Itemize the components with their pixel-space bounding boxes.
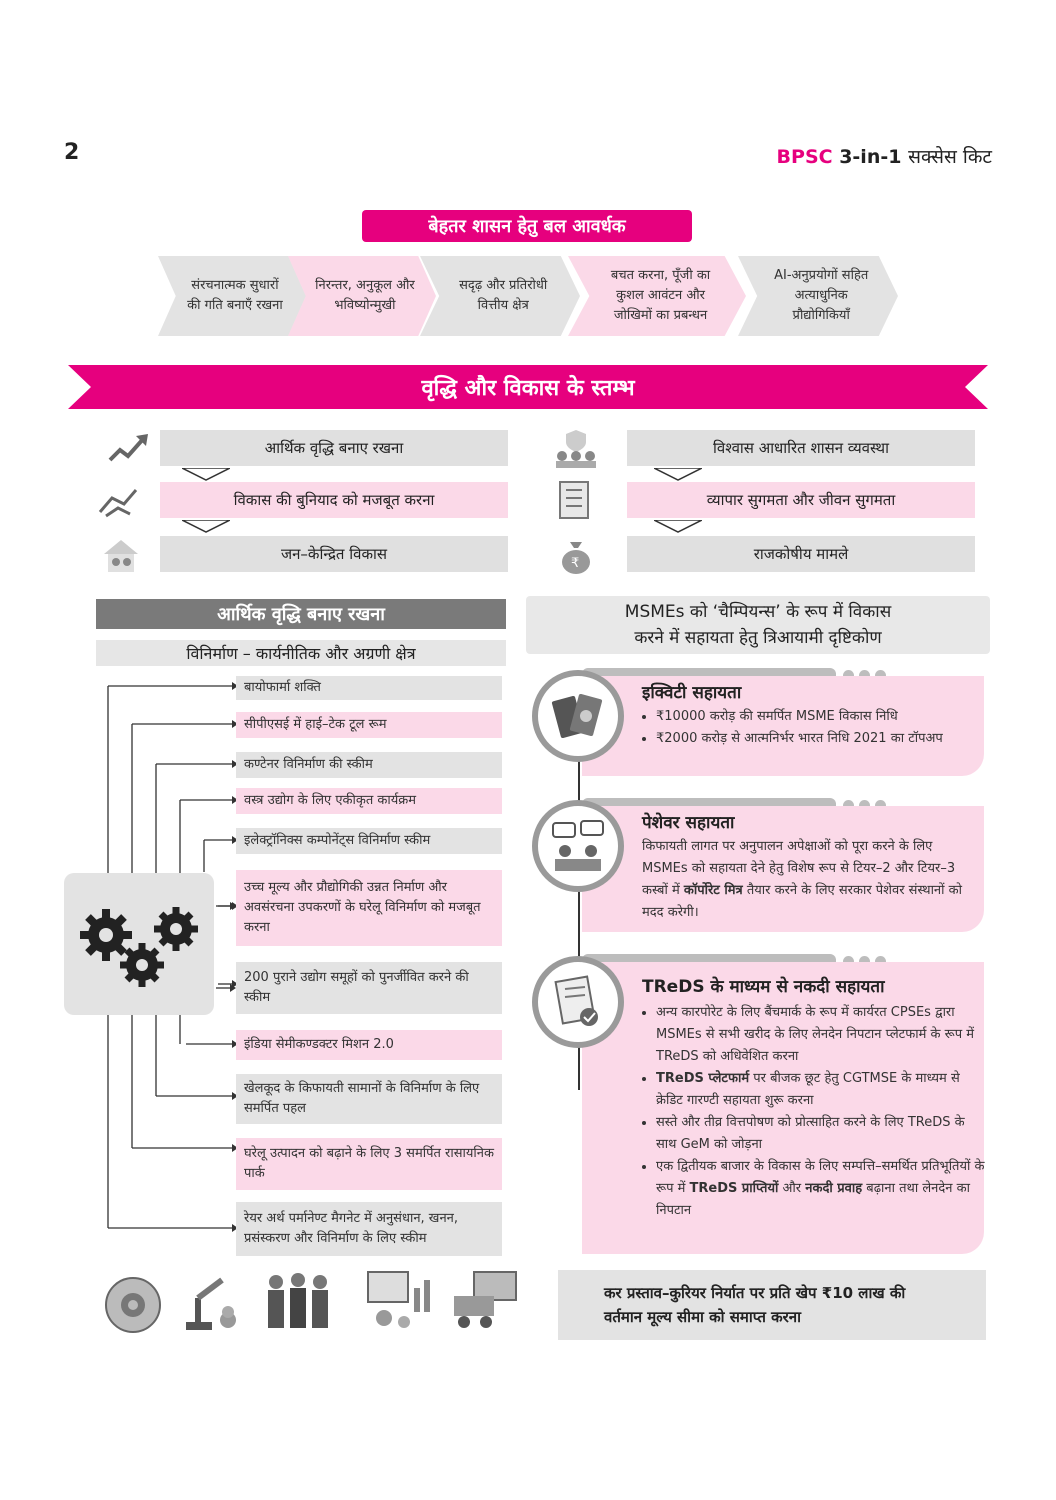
pillar-right-1: विश्वास आधारित शासन व्यवस्था <box>627 430 975 466</box>
pillar-left-3: जन–केन्द्रित विकास <box>160 536 508 572</box>
growth-item: इंडिया सेमीकण्डक्टर मिशन 2.0 <box>236 1030 502 1060</box>
gears-panel <box>64 873 214 1015</box>
growth-item: इलेक्ट्रॉनिक्स कम्पोनेंट्स विनिर्माण स्क… <box>236 828 502 854</box>
workers-icon <box>268 1273 328 1328</box>
growth-item: घरेलू उत्पादन को बढ़ाने के लिए 3 समर्पित… <box>236 1138 502 1190</box>
governance-chevron-row: संरचनात्मक सुधारों की गति बनाएँ रखना निर… <box>158 256 898 336</box>
money-bag-icon: ₹ <box>562 542 590 574</box>
equity-icon-circle <box>532 670 624 762</box>
pillar-right-2: व्यापार सुगमता और जीवन सुगमता <box>627 482 975 518</box>
settings-chart-icon <box>105 1277 161 1333</box>
people-shield-icon <box>556 430 596 468</box>
tax-line-2: वर्तमान मूल्य सीमा को समाप्त करना <box>604 1308 802 1326</box>
pillar-left-2: विकास की बुनियाद को मजबूत करना <box>160 482 508 518</box>
book-title: BPSC 3-in-1 सक्सेस किट <box>777 143 992 169</box>
growth-item: कण्टेनर विनिर्माण की स्कीम <box>236 752 502 778</box>
truck-icon <box>454 1271 517 1328</box>
card-dots <box>838 666 886 685</box>
treds-card: TReDS के माध्यम से नकदी सहायता अन्य कारप… <box>582 962 986 1254</box>
arrow-right-icon <box>216 984 236 992</box>
msme-title-line-2: करने में सहायता हेतु त्रिआयामी दृष्टिकोण <box>634 628 882 648</box>
governance-item: निरन्तर, अनुकूल और भविष्योन्मुखी <box>288 256 436 336</box>
arrow-right-icon <box>216 902 236 910</box>
gears-icon <box>80 907 198 987</box>
equity-title: इक्विटी सहायता <box>642 683 742 703</box>
pillar-left-1: आर्थिक वृद्धि बनाए रखना <box>160 430 508 466</box>
growth-item: खेलकूद के किफायती सामानों के विनिर्माण क… <box>236 1074 502 1124</box>
analytics-icon <box>367 1271 430 1328</box>
msme-title-line-1: MSMEs को ‘चैम्पियन्स’ के रूप में विकास <box>624 602 892 622</box>
professional-card: पेशेवर सहायता किफायती लागत पर अनुपालन अप… <box>582 806 984 932</box>
professional-title: पेशेवर सहायता <box>642 813 735 833</box>
meeting-icon <box>552 820 604 871</box>
equity-card: इक्विटी सहायता ₹10000 करोड़ की समर्पित M… <box>582 676 984 776</box>
document-check-icon <box>554 975 598 1026</box>
growth-item: सीपीएसई में हाई–टेक टूल रूम <box>236 712 502 738</box>
governance-item: सदृढ़ और प्रतिरोधी वित्तीय क्षेत्र <box>420 256 580 336</box>
governance-title: बेहतर शासन हेतु बल आवर्धक <box>362 210 692 242</box>
robot-arm-icon <box>186 1277 236 1330</box>
brand-kit: सक्सेस किट <box>908 146 992 168</box>
house-people-icon <box>104 540 138 572</box>
brand-bpsc: BPSC <box>776 146 833 168</box>
cash-icon <box>551 693 603 739</box>
treds-title: TReDS के माध्यम से नकदी सहायता <box>642 977 885 997</box>
growth-item: 200 पुराने उद्योग समूहों को पुनर्जीवित क… <box>236 962 502 1014</box>
governance-item: AI-अनुप्रयोगों सहित अत्याधुनिक प्रौद्योग… <box>738 256 898 336</box>
checklist-icon <box>559 481 589 519</box>
tax-line-1: कर प्रस्ताव–कुरियर निर्यात पर प्रति खेप … <box>604 1284 906 1302</box>
brand-3in1: 3-in-1 <box>839 146 902 168</box>
professional-icon-circle <box>532 800 624 892</box>
arrow-down-icon <box>654 520 702 533</box>
pillar-right-3: राजकोषीय मामले <box>627 536 975 572</box>
professional-text: किफायती लागत पर अनुपालन अपेक्षाओं को पूर… <box>642 839 962 920</box>
growth-item: बायोफार्मा शक्ति <box>236 676 502 700</box>
tax-proposal: कर प्रस्ताव–कुरियर निर्यात पर प्रति खेप … <box>558 1270 986 1340</box>
svg-text:₹: ₹ <box>571 556 579 571</box>
page-number: 2 <box>64 140 80 165</box>
arrow-down-icon <box>182 520 230 533</box>
growth-item: रेयर अर्थ पर्मानेण्ट मैगनेट में अनुसंधान… <box>236 1202 502 1256</box>
growth-section-subtitle: विनिर्माण – कार्यनीतिक और अग्रणी क्षेत्र <box>96 640 506 666</box>
pillars-banner: वृद्धि और विकास के स्तम्भ <box>68 365 988 409</box>
governance-item: संरचनात्मक सुधारों की गति बनाएँ रखना <box>158 256 306 336</box>
arrow-down-icon <box>182 468 230 481</box>
msme-section-title: MSMEs को ‘चैम्पियन्स’ के रूप में विकास क… <box>526 596 990 654</box>
trend-up-icon <box>108 434 148 462</box>
card-dots <box>838 952 886 971</box>
treds-icon-circle <box>532 956 624 1048</box>
handshake-icon <box>98 489 138 518</box>
card-dots <box>838 796 886 815</box>
arrow-down-icon <box>654 468 702 481</box>
equity-bullets: ₹10000 करोड़ की समर्पित MSME विकास निधि … <box>642 706 956 750</box>
growth-item: उच्च मूल्य और प्रौद्योगिकी उन्नत निर्माण… <box>236 870 502 946</box>
growth-section-title: आर्थिक वृद्धि बनाए रखना <box>96 599 506 629</box>
treds-bullets: अन्य कारपोरेट के लिए बैंचमार्क के रूप मे… <box>642 1002 986 1222</box>
growth-item: वस्त्र उद्योग के लिए एकीकृत कार्यक्रम <box>236 788 502 814</box>
governance-item: बचत करना, पूँजी का कुशल आवंटन और जोखिमों… <box>568 256 746 336</box>
timeline-line <box>578 760 580 1090</box>
